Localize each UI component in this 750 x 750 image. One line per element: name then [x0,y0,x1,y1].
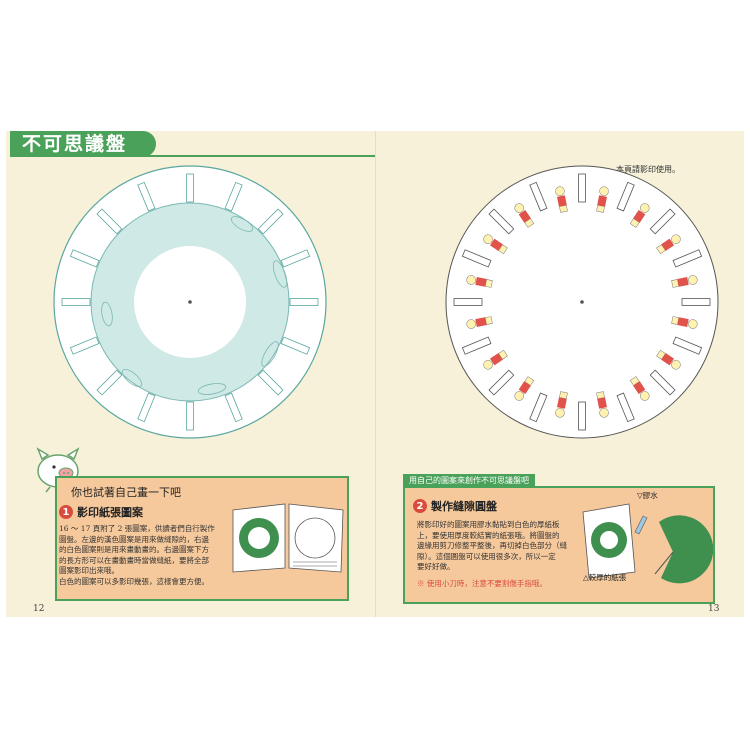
step-1-header: 1 影印紙張圖案 [59,504,143,520]
rabbit-figure [483,234,508,255]
disc-slit [280,249,311,268]
rabbit-figure [555,391,568,418]
disc-slit [461,249,492,268]
disc-slit [96,208,123,235]
disc-slit [280,336,311,355]
glue-label: ▽膠水 [637,491,658,500]
disc-slit [488,208,515,235]
step-2-text: 將影印好的圖案用膠水黏貼到白色的厚紙板 上，要使用厚度較結實的紙張哦。將圖盤的 … [417,520,567,571]
disc-slit [186,173,194,203]
step-1-text: 16 ～ 17 頁附了 2 張圖案，供讀者們自行製作 圖盤。左邊的漢色圖案是用來… [59,524,215,586]
disc-slit [461,336,492,355]
disc-slit [186,401,194,431]
disc-slits [61,173,319,431]
box-heading: 你也試著自己畫一下吧 [71,486,181,499]
safety-warning: ※ 使用小刀時，注意不要割傷手指哦。 [417,579,547,588]
page-number-left: 12 [33,604,45,614]
step-title: 製作縫隙圓盤 [431,500,497,513]
disc-slit [224,392,243,423]
animation-disc-illustration [445,165,719,439]
rabbit-figure [629,203,650,228]
disc-slit [453,298,483,306]
rabbit-figure [629,376,650,401]
photocopy-note: 本頁請影印使用。 [616,165,680,174]
disc-slit [224,181,243,212]
page-gutter [375,131,376,617]
cutting-disc-illustration [582,503,713,584]
disc-slit [672,249,703,268]
rabbit-figure [656,234,681,255]
page-number-right: 13 [708,604,720,614]
rabbit-figure [466,316,493,329]
title-underline [140,155,375,157]
disc-slit [69,336,100,355]
step-number-badge: 2 [413,499,427,513]
disc-slit [96,369,123,396]
rabbit-figure [656,349,681,370]
rabbit-figure [555,186,568,213]
instruction-box-right: 用自己的圖案來創作不可思議盤吧 2 製作縫隙圓盤 將影印好的圖案用膠水黏貼到白色… [403,474,715,604]
disc-slit [61,298,91,306]
disc-slit [289,298,319,306]
rabbit-figure [596,391,609,418]
rabbit-figure [514,203,535,228]
disc-slits [453,173,711,431]
disc-slit [616,392,635,423]
rabbit-figure [596,186,609,213]
slit-disc-illustration [53,165,327,439]
disc-slit [578,401,586,431]
cardboard-label: △較厚的紙張 [583,573,627,582]
disc-slit [257,369,284,396]
disc-slit [69,249,100,268]
rabbit-figures [466,186,698,418]
disc-slit [257,208,284,235]
disc-slit [529,392,548,423]
disc-slit [529,181,548,212]
disc-slit [649,369,676,396]
disc-slit [578,173,586,203]
page-title: 不可思議盤 [10,131,156,157]
rabbit-figure [671,275,698,288]
disc-slit [672,336,703,355]
pig-mascot-icon [36,447,80,493]
box-subtitle: 用自己的圖案來創作不可思議盤吧 [403,474,535,487]
disc-slit [616,181,635,212]
rabbit-figure [514,376,535,401]
step-number-badge: 1 [59,505,73,519]
instruction-box-left: 你也試著自己畫一下吧 1 影印紙張圖案 16 ～ 17 頁附了 2 張圖案，供讀… [55,476,349,601]
rabbit-figure [483,349,508,370]
disc-slit [488,369,515,396]
step-title: 影印紙張圖案 [77,506,143,519]
step-2-header: 2 製作縫隙圓盤 [413,498,497,514]
disc-slit [649,208,676,235]
rabbit-figure [671,316,698,329]
booklet-illustration [232,503,344,573]
disc-slit [137,181,156,212]
disc-slit [137,392,156,423]
rabbit-figure [466,275,493,288]
disc-slit [681,298,711,306]
